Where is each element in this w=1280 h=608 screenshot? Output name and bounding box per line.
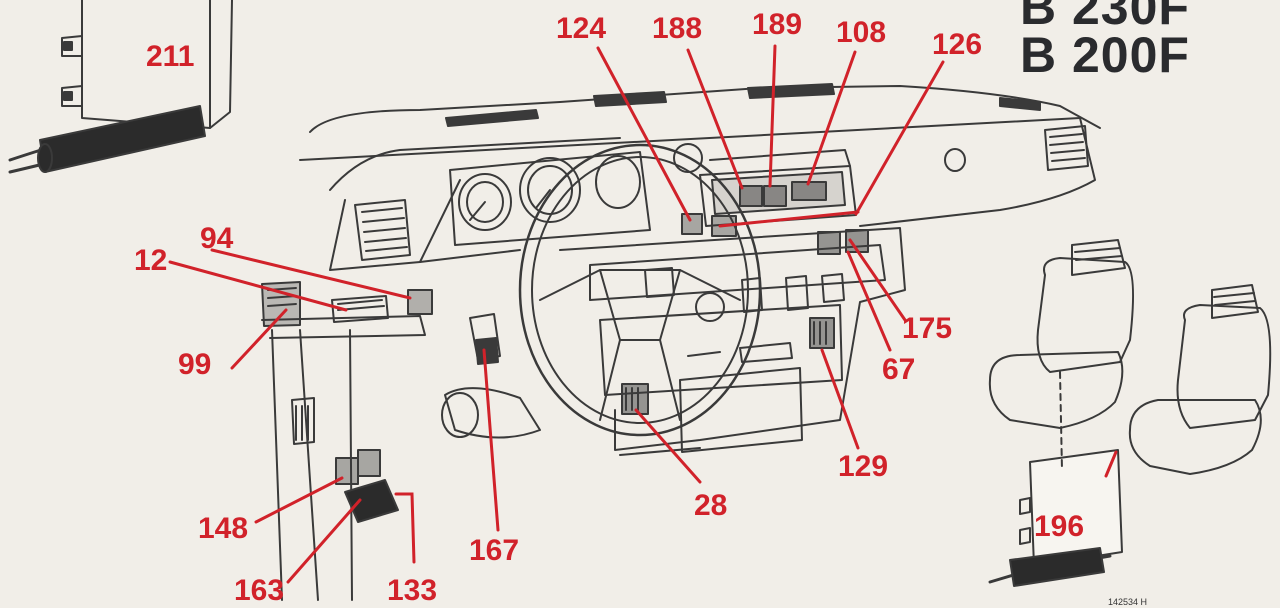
callout-148: 148 (198, 512, 249, 545)
control-unit-211 (61, 0, 233, 129)
front-seats (988, 239, 1272, 475)
instrument-cluster (449, 143, 966, 246)
callout-188: 188 (652, 12, 703, 45)
callout-126: 126 (932, 28, 983, 61)
engine-model-title-1: B 230F (1020, 0, 1190, 35)
center-console (559, 149, 906, 456)
console-relays (681, 181, 827, 237)
relay-28 (621, 383, 649, 415)
cable-harness-196 (988, 547, 1112, 587)
relay-167 (469, 313, 501, 365)
cable-harness-211 (8, 105, 206, 174)
callout-129: 129 (838, 450, 889, 483)
relay-129 (809, 317, 835, 349)
callout-167: 167 (469, 534, 520, 567)
a-pillar (271, 329, 353, 601)
callout-67: 67 (882, 353, 916, 386)
relays-175-67 (817, 229, 869, 255)
callout-94: 94 (200, 222, 234, 255)
callout-12: 12 (134, 244, 168, 277)
callout-133: 133 (387, 574, 438, 607)
figure-reference-code: 142534 H (1108, 597, 1148, 607)
control-unit-196 (1019, 371, 1123, 567)
left-air-vent (354, 199, 411, 261)
callout-163: 163 (234, 574, 285, 607)
callout-211: 211 (146, 40, 195, 73)
engine-model-title-2: B 200F (1020, 27, 1190, 83)
dashboard-outline (299, 83, 1101, 271)
callout-196: 196 (1034, 510, 1085, 543)
callout-28: 28 (694, 489, 728, 522)
callout-108: 108 (836, 16, 887, 49)
right-air-vent (1044, 125, 1089, 171)
steering-column (441, 387, 541, 439)
relay-group-lower-left (335, 449, 399, 523)
relay-panel-left (261, 281, 433, 339)
callout-99: 99 (178, 348, 212, 381)
callout-175: 175 (902, 312, 953, 345)
leader-lines (168, 44, 1118, 584)
callout-189: 189 (752, 8, 803, 41)
callout-124: 124 (556, 12, 607, 45)
